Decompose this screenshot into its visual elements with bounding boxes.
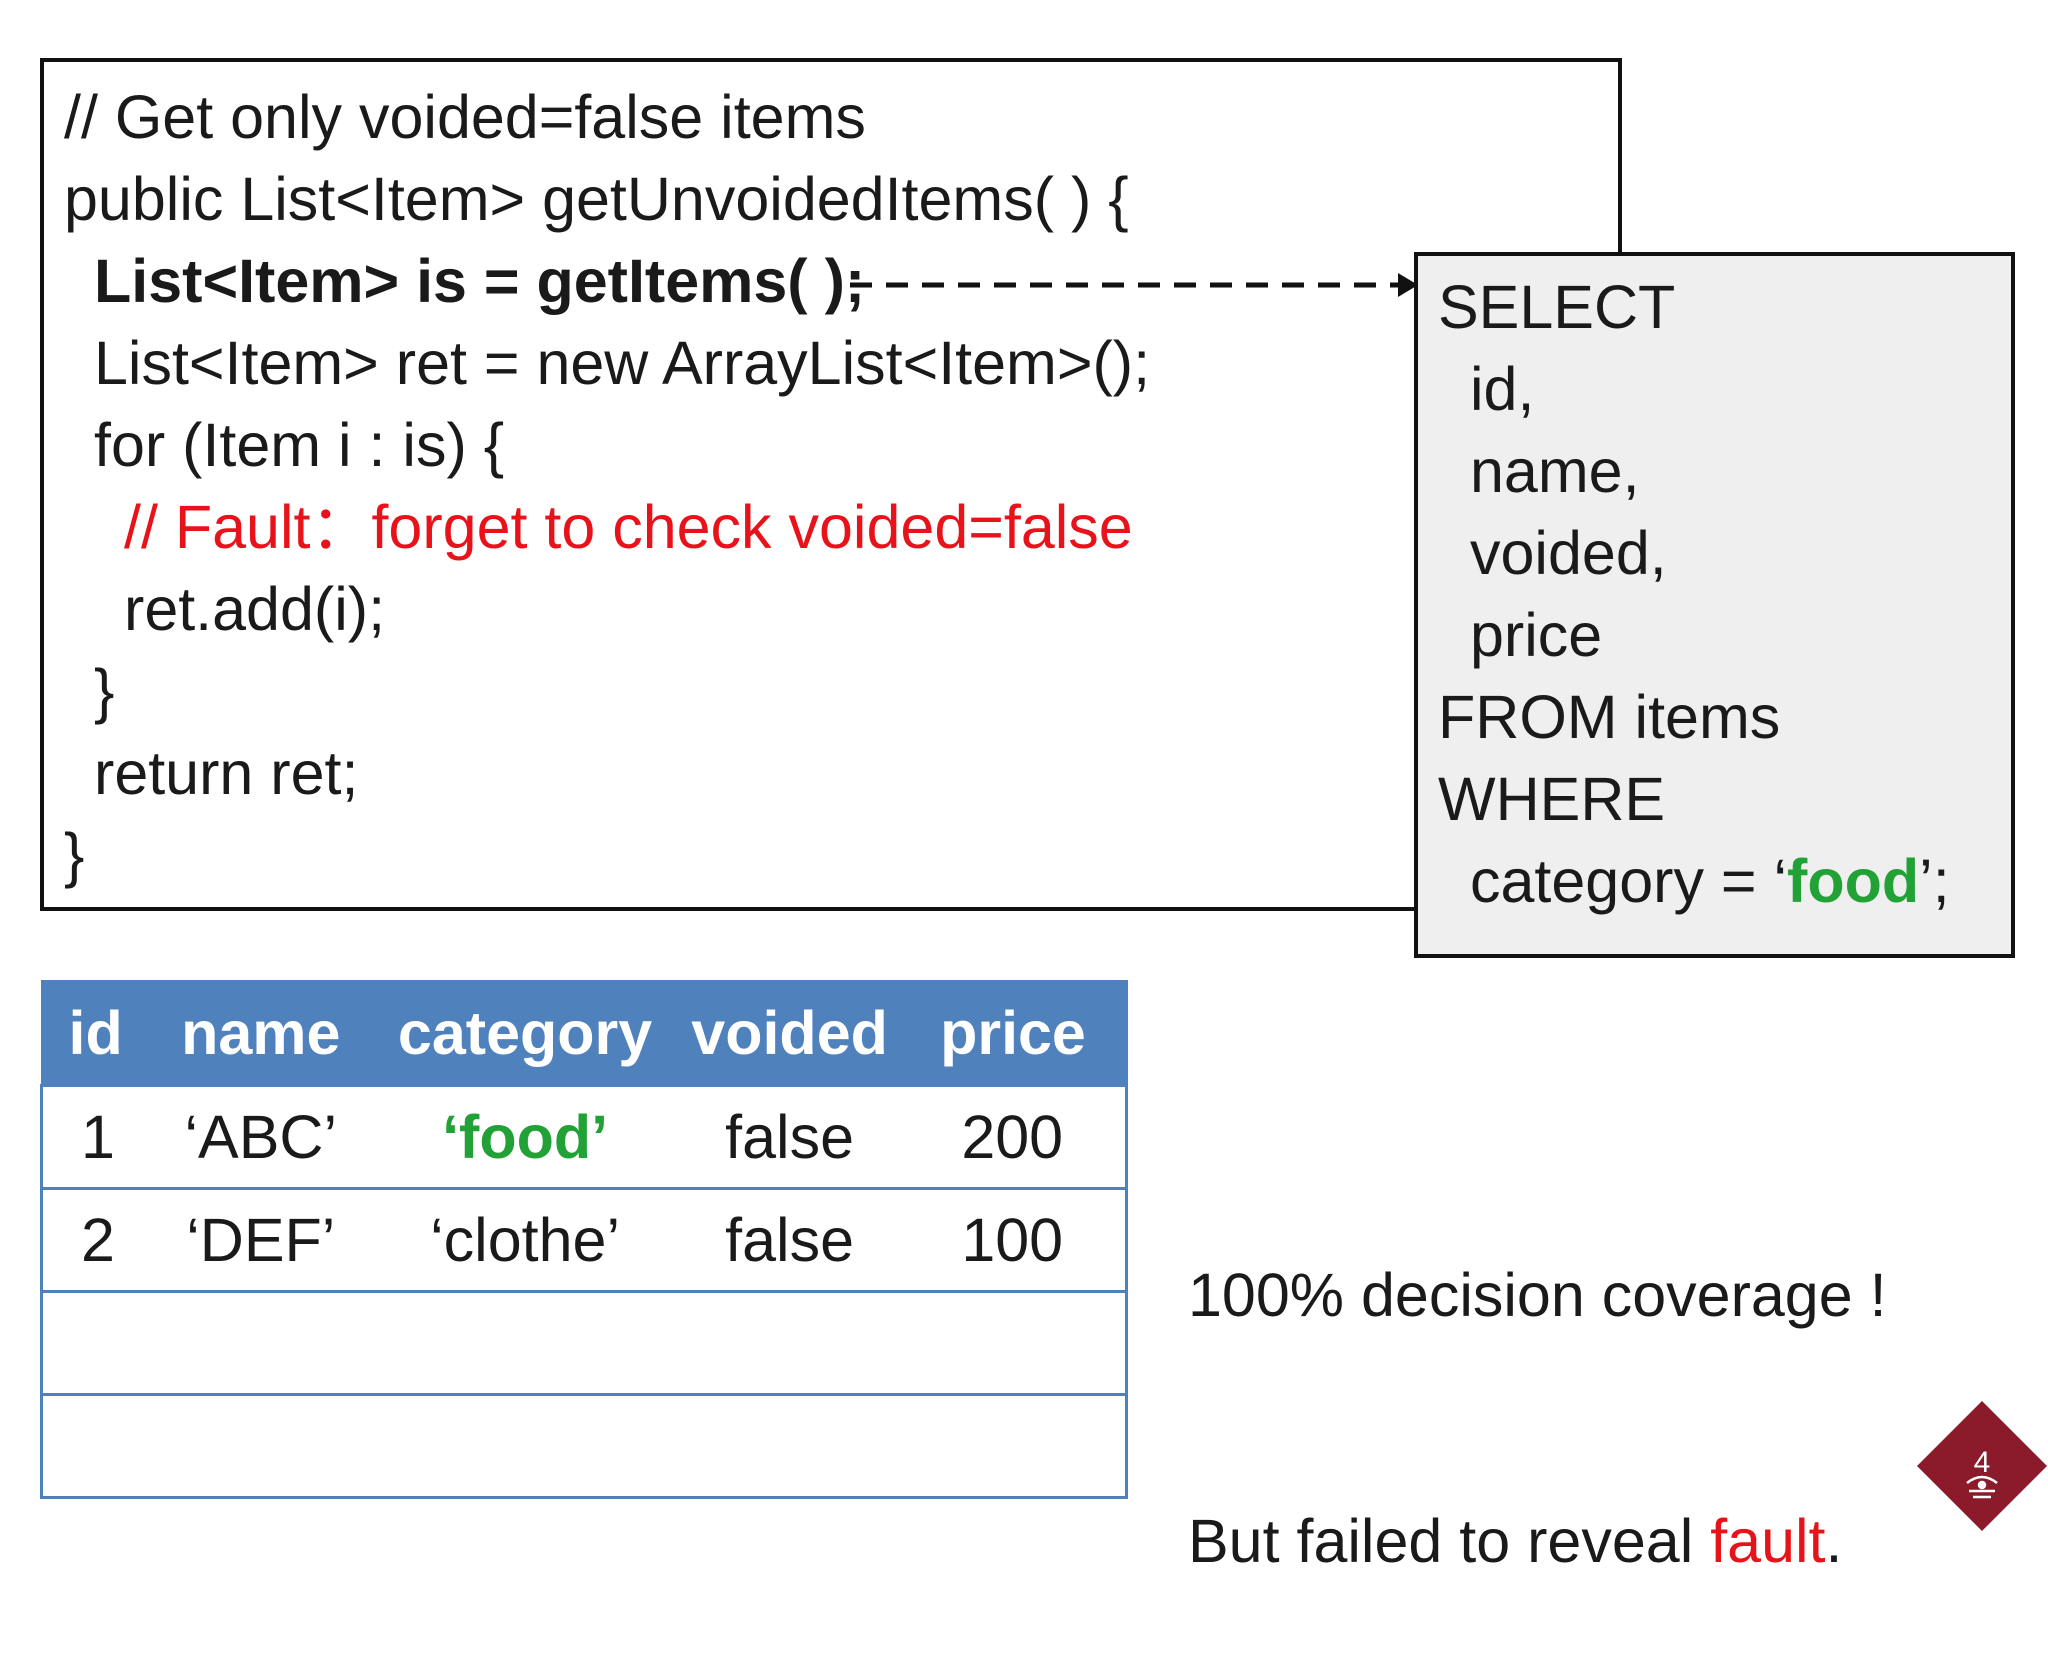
code-close-method: } bbox=[64, 821, 85, 889]
coverage-note-line2: But failed to reveal fault. bbox=[1188, 1500, 1887, 1582]
code-new-list-line: List<Item> ret = new ArrayList<Item>(); bbox=[94, 329, 1151, 397]
cell-category: ‘food’ bbox=[370, 1084, 680, 1190]
cell-price bbox=[899, 1290, 1129, 1396]
sql-where: WHERE bbox=[1438, 765, 1666, 833]
cell-name: ‘ABC’ bbox=[151, 1084, 371, 1190]
cell-id: 2 bbox=[40, 1187, 152, 1293]
cell-voided bbox=[679, 1393, 900, 1499]
sql-column-name: name, bbox=[1470, 437, 1640, 505]
table-header-row: id name category voided price bbox=[40, 980, 1128, 1087]
code-fault-comment: // Fault：forget to check voided=false bbox=[124, 493, 1133, 561]
coverage-note-line2-suffix: . bbox=[1825, 1507, 1843, 1575]
page-number: 4 bbox=[1973, 1446, 1991, 1479]
code-comment: // Get only voided=false items bbox=[64, 83, 866, 151]
cell-voided: false bbox=[679, 1084, 900, 1190]
table-row: 1 ‘ABC’ ‘food’ false 200 bbox=[40, 1084, 1129, 1190]
cell-category bbox=[370, 1290, 680, 1396]
sql-box: SELECT id, name, voided, price FROM item… bbox=[1414, 252, 2015, 958]
cell-voided bbox=[679, 1290, 900, 1396]
header-price: price bbox=[898, 980, 1128, 1087]
sql-from: FROM items bbox=[1438, 683, 1781, 751]
header-name: name bbox=[150, 980, 372, 1087]
code-get-items-line: List<Item> is = getItems( ); bbox=[94, 247, 866, 315]
sql-column-id: id, bbox=[1470, 355, 1535, 423]
sql-condition-prefix: category = ‘ bbox=[1470, 847, 1788, 915]
coverage-note-line2-prefix: But failed to reveal bbox=[1188, 1507, 1711, 1575]
code-method-signature: public List<Item> getUnvoidedItems( ) { bbox=[64, 165, 1129, 233]
cell-name: ‘DEF’ bbox=[151, 1187, 371, 1293]
cell-category bbox=[370, 1393, 680, 1499]
code-box: // Get only voided=false items public Li… bbox=[40, 58, 1622, 911]
page-badge-icon bbox=[1917, 1401, 2047, 1531]
cell-price: 100 bbox=[899, 1187, 1129, 1293]
code-add-line: ret.add(i); bbox=[124, 575, 386, 643]
cell-price bbox=[899, 1393, 1129, 1499]
header-id: id bbox=[40, 980, 153, 1087]
header-voided: voided bbox=[678, 980, 901, 1087]
sql-condition-suffix: ’; bbox=[1919, 847, 1950, 915]
cell-category: ‘clothe’ bbox=[370, 1187, 680, 1293]
cell-name bbox=[151, 1393, 371, 1499]
crest-icon bbox=[1966, 1475, 1998, 1499]
sql-select: SELECT bbox=[1438, 273, 1676, 341]
header-category: category bbox=[369, 980, 681, 1087]
cell-id bbox=[40, 1393, 152, 1499]
code-return-line: return ret; bbox=[94, 739, 359, 807]
sql-condition-value: food bbox=[1787, 847, 1920, 915]
code-for-loop-line: for (Item i : is) { bbox=[94, 411, 505, 479]
cell-price: 200 bbox=[899, 1084, 1129, 1190]
cell-name bbox=[151, 1290, 371, 1396]
table-row bbox=[40, 1393, 1129, 1499]
items-table: id name category voided price 1 ‘ABC’ ‘f… bbox=[40, 980, 1129, 1499]
cell-voided: false bbox=[679, 1187, 900, 1293]
coverage-note-fault-word: fault bbox=[1710, 1507, 1826, 1575]
sql-condition: category = ‘food’; bbox=[1470, 840, 1950, 922]
cell-id bbox=[40, 1290, 152, 1396]
coverage-note-line1: 100% decision coverage ! bbox=[1188, 1261, 1887, 1329]
coverage-note: 100% decision coverage ! But failed to r… bbox=[1188, 1090, 1887, 1664]
table-row: 2 ‘DEF’ ‘clothe’ false 100 bbox=[40, 1187, 1129, 1293]
cell-id: 1 bbox=[40, 1084, 152, 1190]
table-row bbox=[40, 1290, 1129, 1396]
code-close-for: } bbox=[94, 657, 115, 725]
sql-column-voided: voided, bbox=[1470, 519, 1667, 587]
dashed-arrow bbox=[850, 273, 1418, 297]
sql-column-price: price bbox=[1470, 601, 1603, 669]
